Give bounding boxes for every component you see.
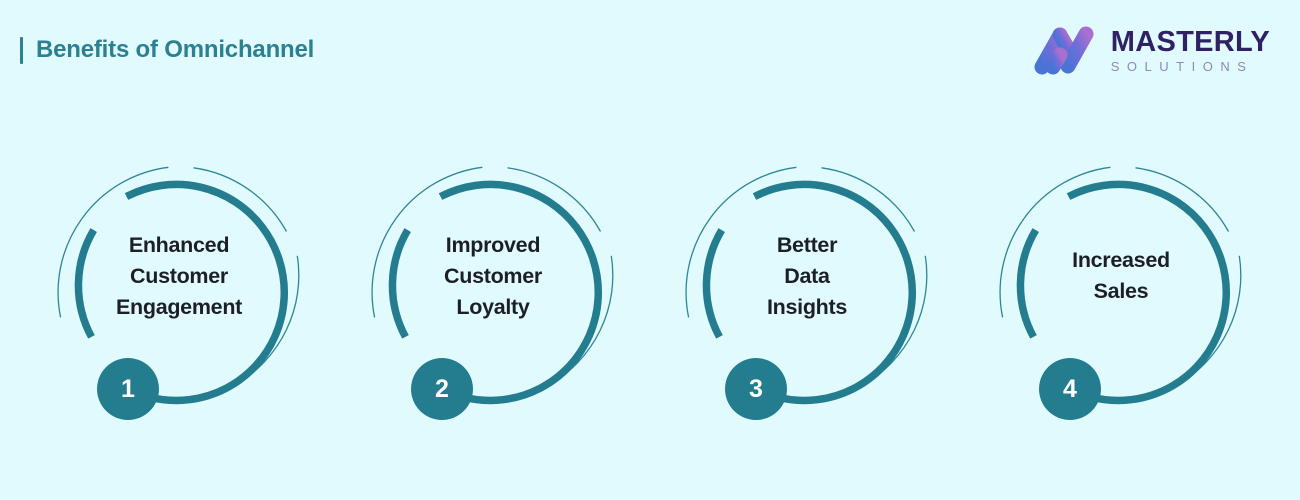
- benefit-card-1[interactable]: Enhanced Customer Engagement 1: [34, 128, 324, 428]
- ring-graphic: [371, 166, 614, 405]
- logo-wordmark: MASTERLY SOLUTIONS: [1110, 25, 1270, 74]
- title-accent-bar: [20, 36, 23, 64]
- page-title: Benefits of Omnichannel: [36, 36, 315, 63]
- benefit-number-badge: 4: [1039, 358, 1101, 420]
- ring-graphic: [685, 166, 928, 405]
- benefit-number-badge: 2: [411, 358, 473, 420]
- masterly-m-mark-icon: [1034, 26, 1094, 75]
- benefit-number-badge: 1: [97, 358, 159, 420]
- brand-logo: MASTERLY SOLUTIONS: [1033, 23, 1270, 77]
- benefit-card-2[interactable]: Improved Customer Loyalty 2: [348, 128, 638, 428]
- logo-subtitle: SOLUTIONS: [1110, 58, 1254, 74]
- benefit-card-3[interactable]: Better Data Insights 3: [662, 128, 952, 428]
- page-header: Benefits of Omnichannel MASTERLY SOLUTIO…: [0, 0, 1300, 100]
- ring-graphic: [57, 166, 300, 405]
- page-title-group: Benefits of Omnichannel: [20, 36, 314, 64]
- logo-name: MASTERLY: [1110, 25, 1270, 58]
- benefit-number-badge: 3: [725, 358, 787, 420]
- benefit-card-4[interactable]: Increased Sales 4: [976, 128, 1266, 428]
- ring-graphic: [999, 166, 1242, 405]
- benefits-list: Enhanced Customer Engagement 1 Improved …: [0, 128, 1300, 458]
